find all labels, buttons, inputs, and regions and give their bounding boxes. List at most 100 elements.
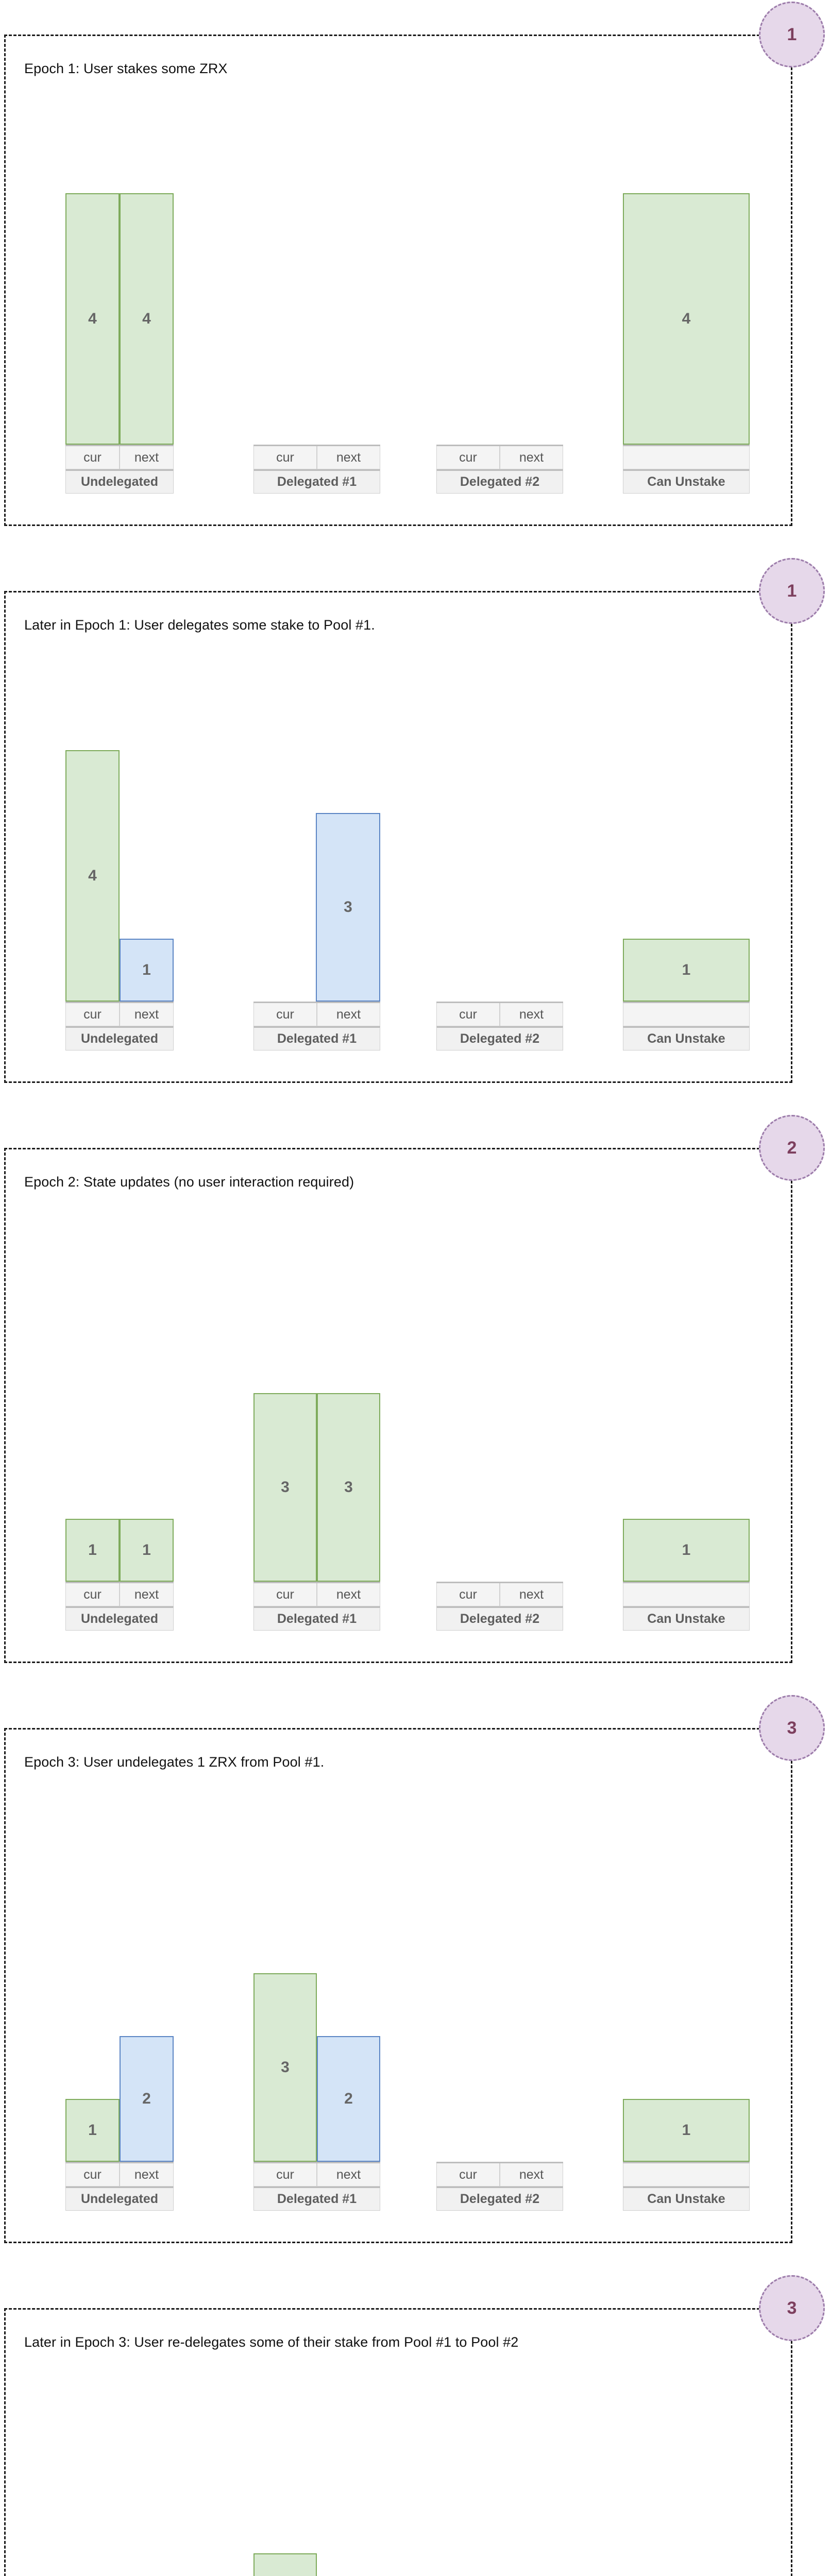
- axis-cell-next: next: [317, 1583, 380, 1606]
- bar-can_unstake-cur: 1: [623, 2099, 750, 2162]
- bar-value-label: 1: [88, 2122, 97, 2139]
- bar-value-label: 4: [142, 310, 151, 327]
- group-label-can_unstake: Can Unstake: [623, 1026, 750, 1050]
- panel-title: Epoch 2: State updates (no user interact…: [24, 1174, 354, 1190]
- bar-delegated1-next: 3: [316, 813, 380, 1002]
- group-label-undelegated: Undelegated: [65, 1026, 174, 1050]
- bar-undelegated-cur: 4: [65, 193, 120, 445]
- bar-value-label: 4: [88, 310, 97, 327]
- bars: 1: [623, 2381, 750, 2576]
- bar-group-delegated1: 31curnextDelegated #1: [253, 2348, 380, 2576]
- bar-undelegated-next: 4: [120, 193, 174, 445]
- bar-can_unstake-cur: 1: [623, 939, 750, 1002]
- axis-cell-cur: cur: [65, 2163, 120, 2187]
- bar-delegated1-cur: 3: [253, 1393, 317, 1582]
- group-label-can_unstake: Can Unstake: [623, 469, 750, 494]
- axis-cell-next: next: [317, 2163, 380, 2187]
- group-label-can_unstake: Can Unstake: [623, 2187, 750, 2211]
- bar-value-label: 4: [88, 867, 97, 884]
- bar-value-label: 3: [281, 2059, 290, 2076]
- axis-row: [623, 445, 750, 469]
- bars: 1: [436, 2381, 563, 2576]
- bar-delegated1-cur: 3: [253, 1973, 317, 2162]
- panel-title: Epoch 3: User undelegates 1 ZRX from Poo…: [24, 1754, 325, 1770]
- bars: 12: [65, 2381, 174, 2576]
- axis-cell-next: next: [500, 2163, 563, 2187]
- axis-cell-cur: cur: [436, 1003, 500, 1026]
- bars: 1: [623, 1221, 750, 1582]
- bar-undelegated-next: 1: [120, 1519, 174, 1582]
- bar-value-label: 1: [682, 2122, 691, 2139]
- axis-cell-cur: cur: [65, 1003, 120, 1026]
- epoch-panel: Epoch 2: State updates (no user interact…: [4, 1148, 792, 1663]
- axis-cell-next: next: [120, 446, 174, 469]
- axis-cell-next: next: [317, 446, 380, 469]
- group-label-delegated1: Delegated #1: [253, 1606, 380, 1631]
- axis-row: [623, 1582, 750, 1606]
- axis-cell-cur: cur: [65, 1583, 120, 1606]
- bars: 3: [253, 641, 380, 1002]
- axis-cell-next: next: [120, 1003, 174, 1026]
- group-label-delegated1: Delegated #1: [253, 1026, 380, 1050]
- bar-can_unstake-cur: 4: [623, 193, 750, 445]
- epoch-panel: Later in Epoch 3: User re-delegates some…: [4, 2308, 792, 2576]
- bars: 4: [623, 84, 750, 445]
- axis-cell-next: next: [317, 1003, 380, 1026]
- bar-value-label: 3: [344, 899, 352, 916]
- bar-value-label: 1: [142, 1541, 151, 1558]
- axis-cell-cur: cur: [65, 446, 120, 469]
- group-label-undelegated: Undelegated: [65, 2187, 174, 2211]
- epoch-badge: 1: [759, 558, 825, 624]
- bar-undelegated-cur: 4: [65, 750, 120, 1002]
- bars: 31: [253, 2381, 380, 2576]
- bar-value-label: 1: [88, 1541, 97, 1558]
- axis-cell-blank: [623, 1583, 750, 1606]
- epoch-panel: Epoch 3: User undelegates 1 ZRX from Poo…: [4, 1728, 792, 2243]
- bars: 1: [623, 641, 750, 1002]
- group-label-undelegated: Undelegated: [65, 469, 174, 494]
- bar-undelegated-cur: 1: [65, 1519, 120, 1582]
- group-label-undelegated: Undelegated: [65, 1606, 174, 1631]
- group-label-delegated1: Delegated #1: [253, 469, 380, 494]
- group-label-delegated1: Delegated #1: [253, 2187, 380, 2211]
- axis-cell-next: next: [120, 1583, 174, 1606]
- axis-cell-blank: [623, 446, 750, 469]
- bars: [436, 1801, 563, 2162]
- bar-undelegated-cur: 1: [65, 2099, 120, 2162]
- bar-value-label: 4: [682, 310, 691, 327]
- bars: [436, 84, 563, 445]
- axis-cell-cur: cur: [253, 446, 317, 469]
- axis-cell-cur: cur: [253, 1583, 317, 1606]
- axis-cell-next: next: [120, 2163, 174, 2187]
- bar-delegated1-next: 3: [317, 1393, 380, 1582]
- epoch-badge: 1: [759, 2, 825, 67]
